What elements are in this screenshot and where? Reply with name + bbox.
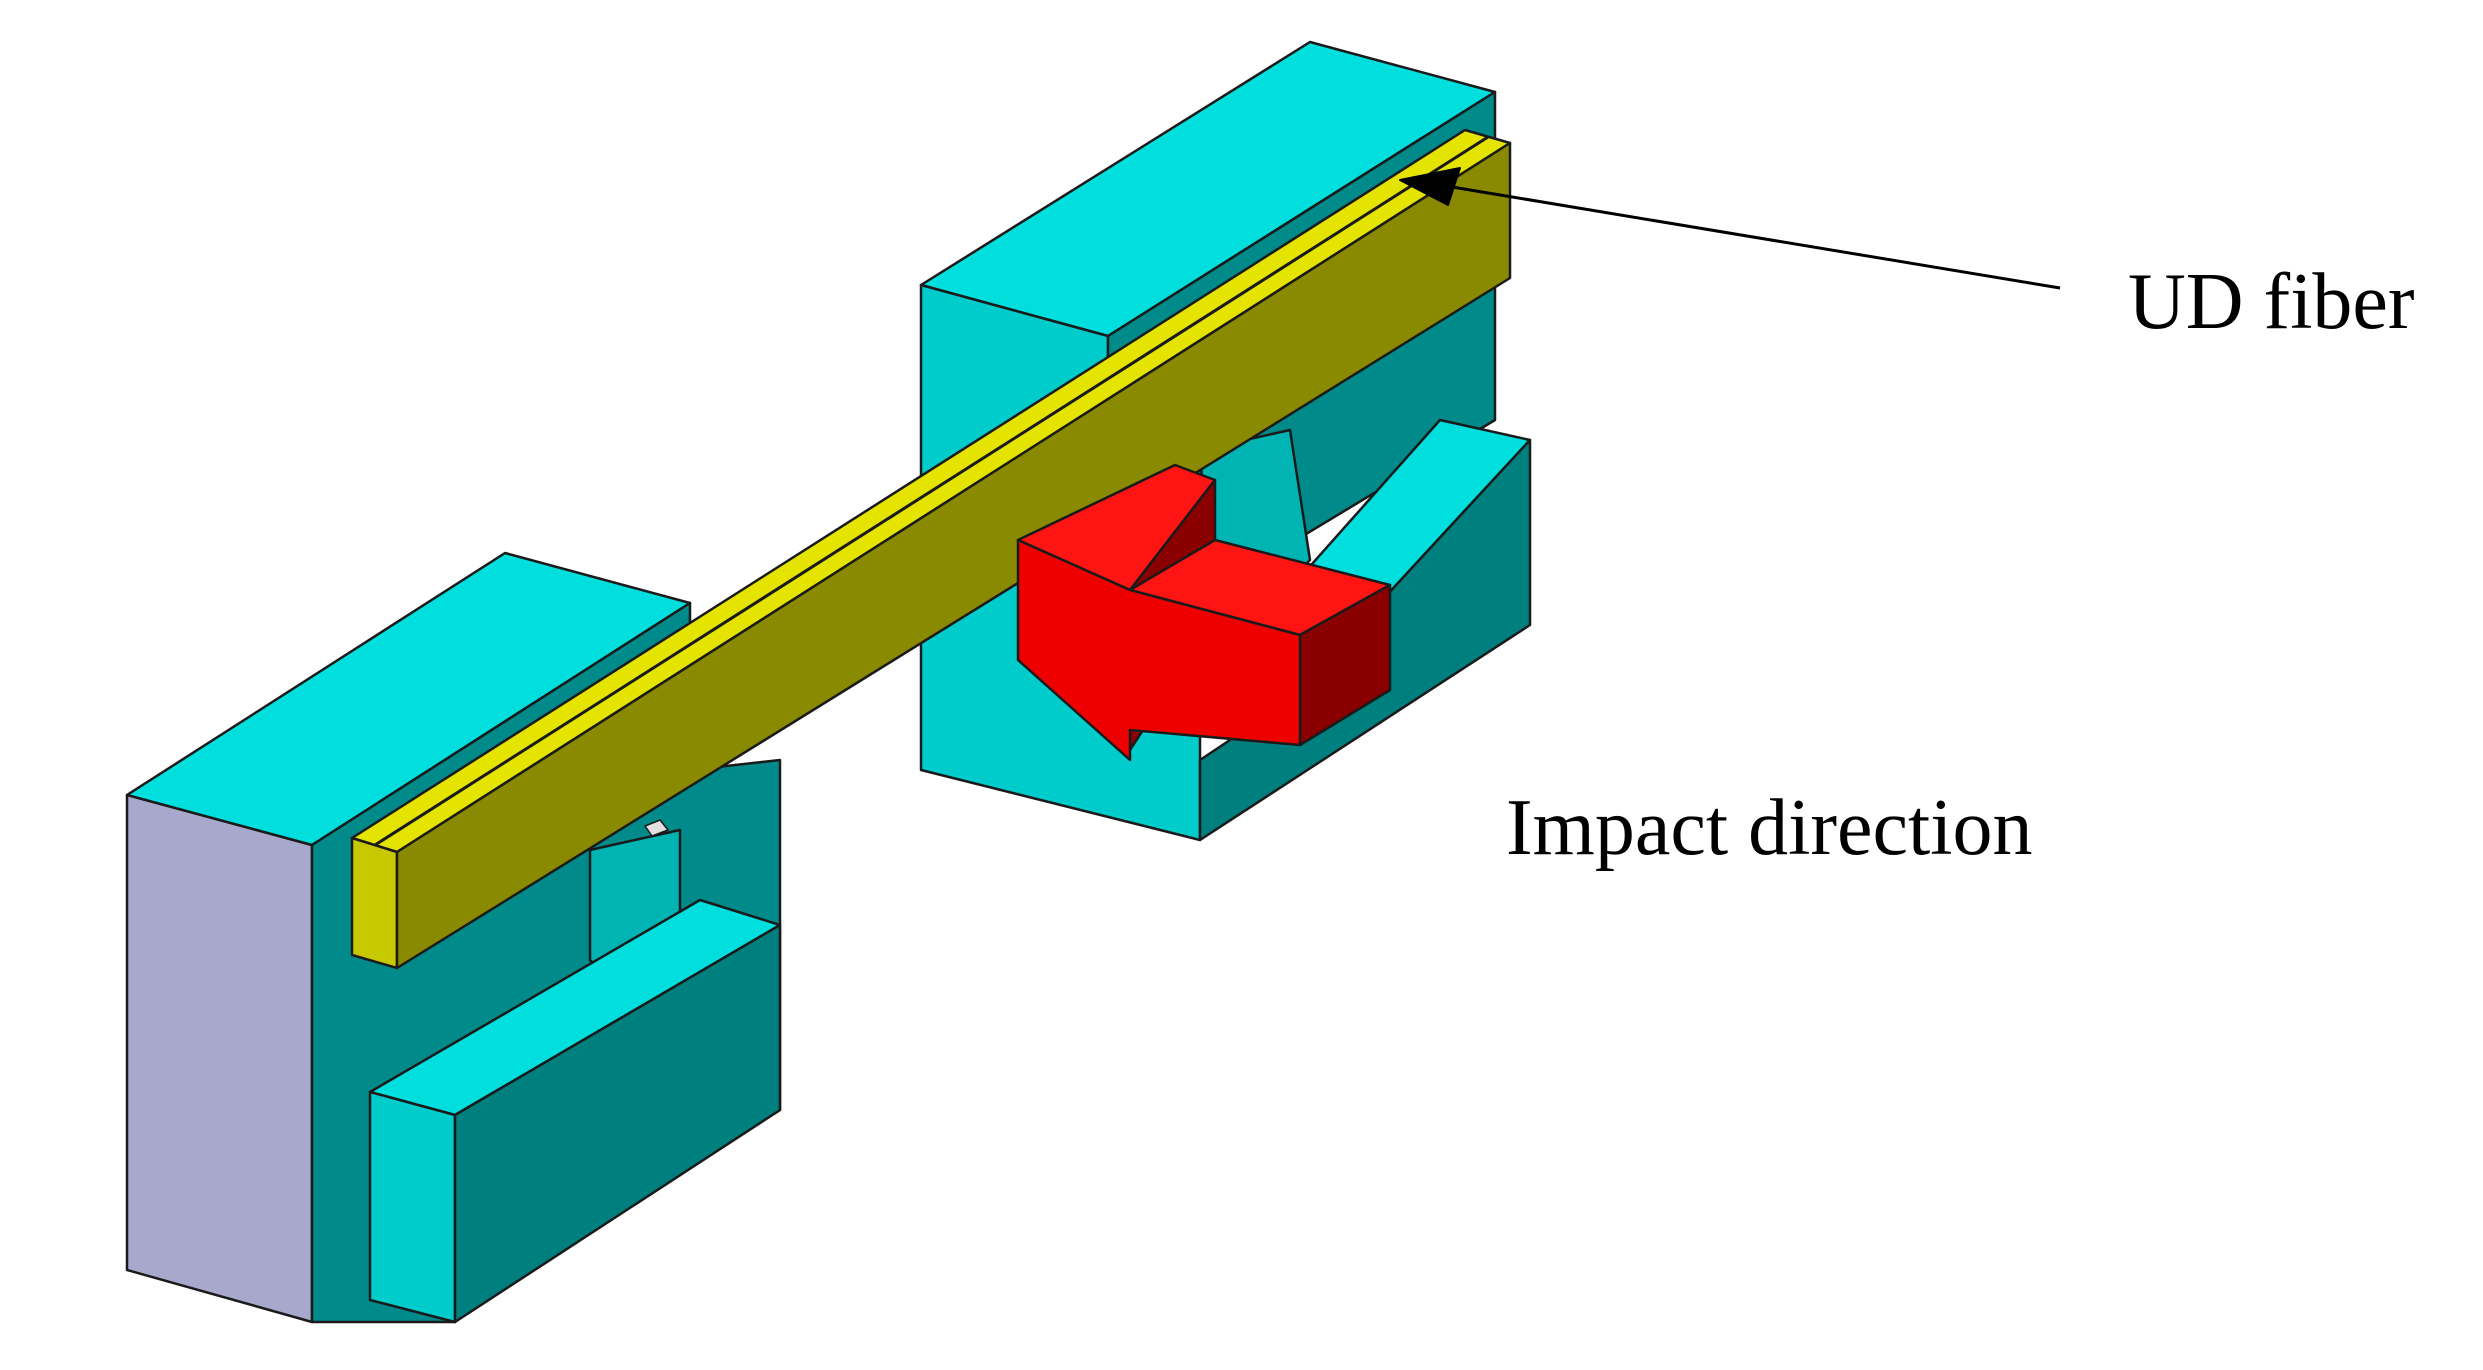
fiber-center-line: [374, 135, 1489, 847]
left-support-step-front: [368, 1090, 457, 1324]
left-support-step-side: [453, 923, 782, 1324]
fiber-main-face: [395, 141, 1512, 970]
ud-fiber-beam: [350, 128, 1512, 970]
left-support-block: [125, 551, 782, 1324]
ud-fiber-label: UD fiber: [2128, 258, 2415, 346]
impact-arrow: [1016, 463, 1392, 762]
ud-fiber-leader: [1399, 167, 2061, 290]
fiber-front-edge: [350, 836, 399, 970]
left-support-purple-face: [125, 793, 314, 1324]
leader-line: [1439, 183, 2061, 290]
leader-arrowhead: [1399, 167, 1461, 206]
arrow-front-face: [1016, 538, 1302, 762]
impact-direction-label: Impact direction: [1506, 784, 2033, 872]
left-support-bracket: [644, 819, 669, 837]
